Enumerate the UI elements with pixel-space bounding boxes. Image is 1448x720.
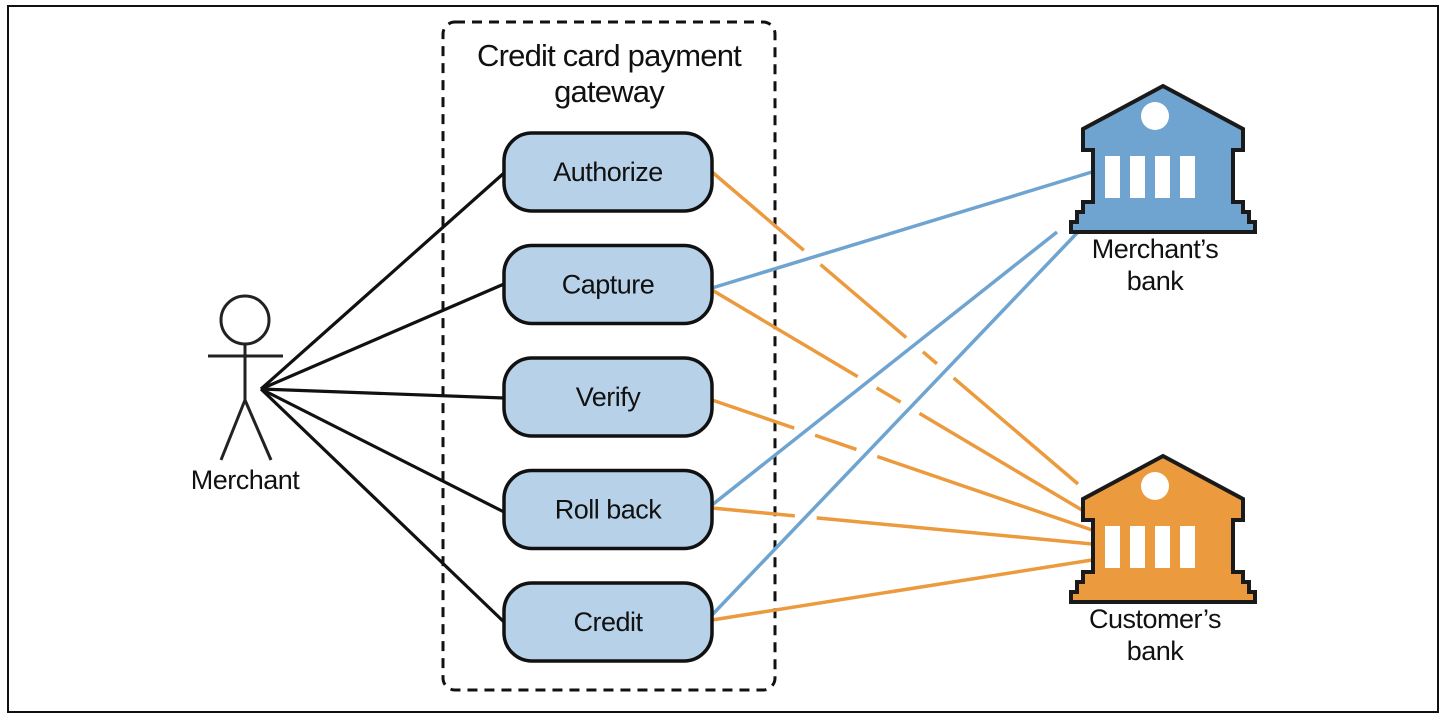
customer-bank-link-verify [711, 398, 1093, 532]
merchant-link-verify [260, 387, 505, 400]
merchant-bank-link-credit [710, 230, 1080, 617]
merchant-link-authorize [259, 171, 506, 391]
merchant-links [259, 171, 506, 624]
use-case-shape [502, 468, 714, 551]
merchant-label: Merchant [191, 465, 301, 495]
stick-figure-icon [208, 294, 283, 461]
system-boundary-title-line2: gateway [554, 74, 665, 109]
merchant-bank-links [710, 170, 1093, 617]
bank-building-icon [1069, 453, 1257, 604]
use-case-label: Verify [576, 382, 642, 412]
use-case-verify[interactable]: Verify [502, 356, 714, 438]
bank-label-line1: Customer’s [1089, 604, 1221, 634]
use-case-shape [502, 356, 714, 438]
use-case-authorize[interactable]: Authorize [502, 131, 714, 213]
customer-bank-link-capture [711, 288, 1093, 518]
system-boundary [441, 20, 777, 692]
use-case-label: Roll back [555, 495, 663, 525]
use-case-credit[interactable]: Credit [502, 581, 714, 663]
merchant-link-capture [260, 282, 505, 391]
bank-building-icon [1069, 83, 1257, 234]
use-case-shape [502, 243, 714, 326]
use-case-label: Capture [562, 270, 655, 300]
use-case-shape [502, 581, 714, 663]
use-case-shape [502, 131, 714, 213]
customer-bank-links [710, 170, 1093, 622]
customer-bank-link-rollback [711, 506, 1093, 546]
system-boundary-title-line1: Credit card payment [477, 38, 742, 73]
merchant-bank-link-capture [711, 170, 1093, 290]
use-case-label: Authorize [553, 157, 663, 187]
bank-label-line2: bank [1127, 266, 1185, 296]
merchant-actor[interactable]: Merchant [191, 294, 301, 495]
merchant-bank-link-rollback [710, 230, 1059, 507]
customer-bank-link-authorize [710, 170, 1080, 486]
merchant-link-rollback [260, 387, 505, 514]
bank-label-line2: bank [1127, 636, 1185, 666]
customer-bank-link-credit [711, 558, 1093, 622]
bank-label-line1: Merchant’s [1092, 234, 1219, 264]
use-case-rollback[interactable]: Roll back [502, 468, 714, 551]
use-case-capture[interactable]: Capture [502, 243, 714, 326]
diagram-frame [7, 5, 1439, 713]
merchant-link-credit [259, 387, 506, 624]
use-case-label: Credit [573, 607, 643, 637]
